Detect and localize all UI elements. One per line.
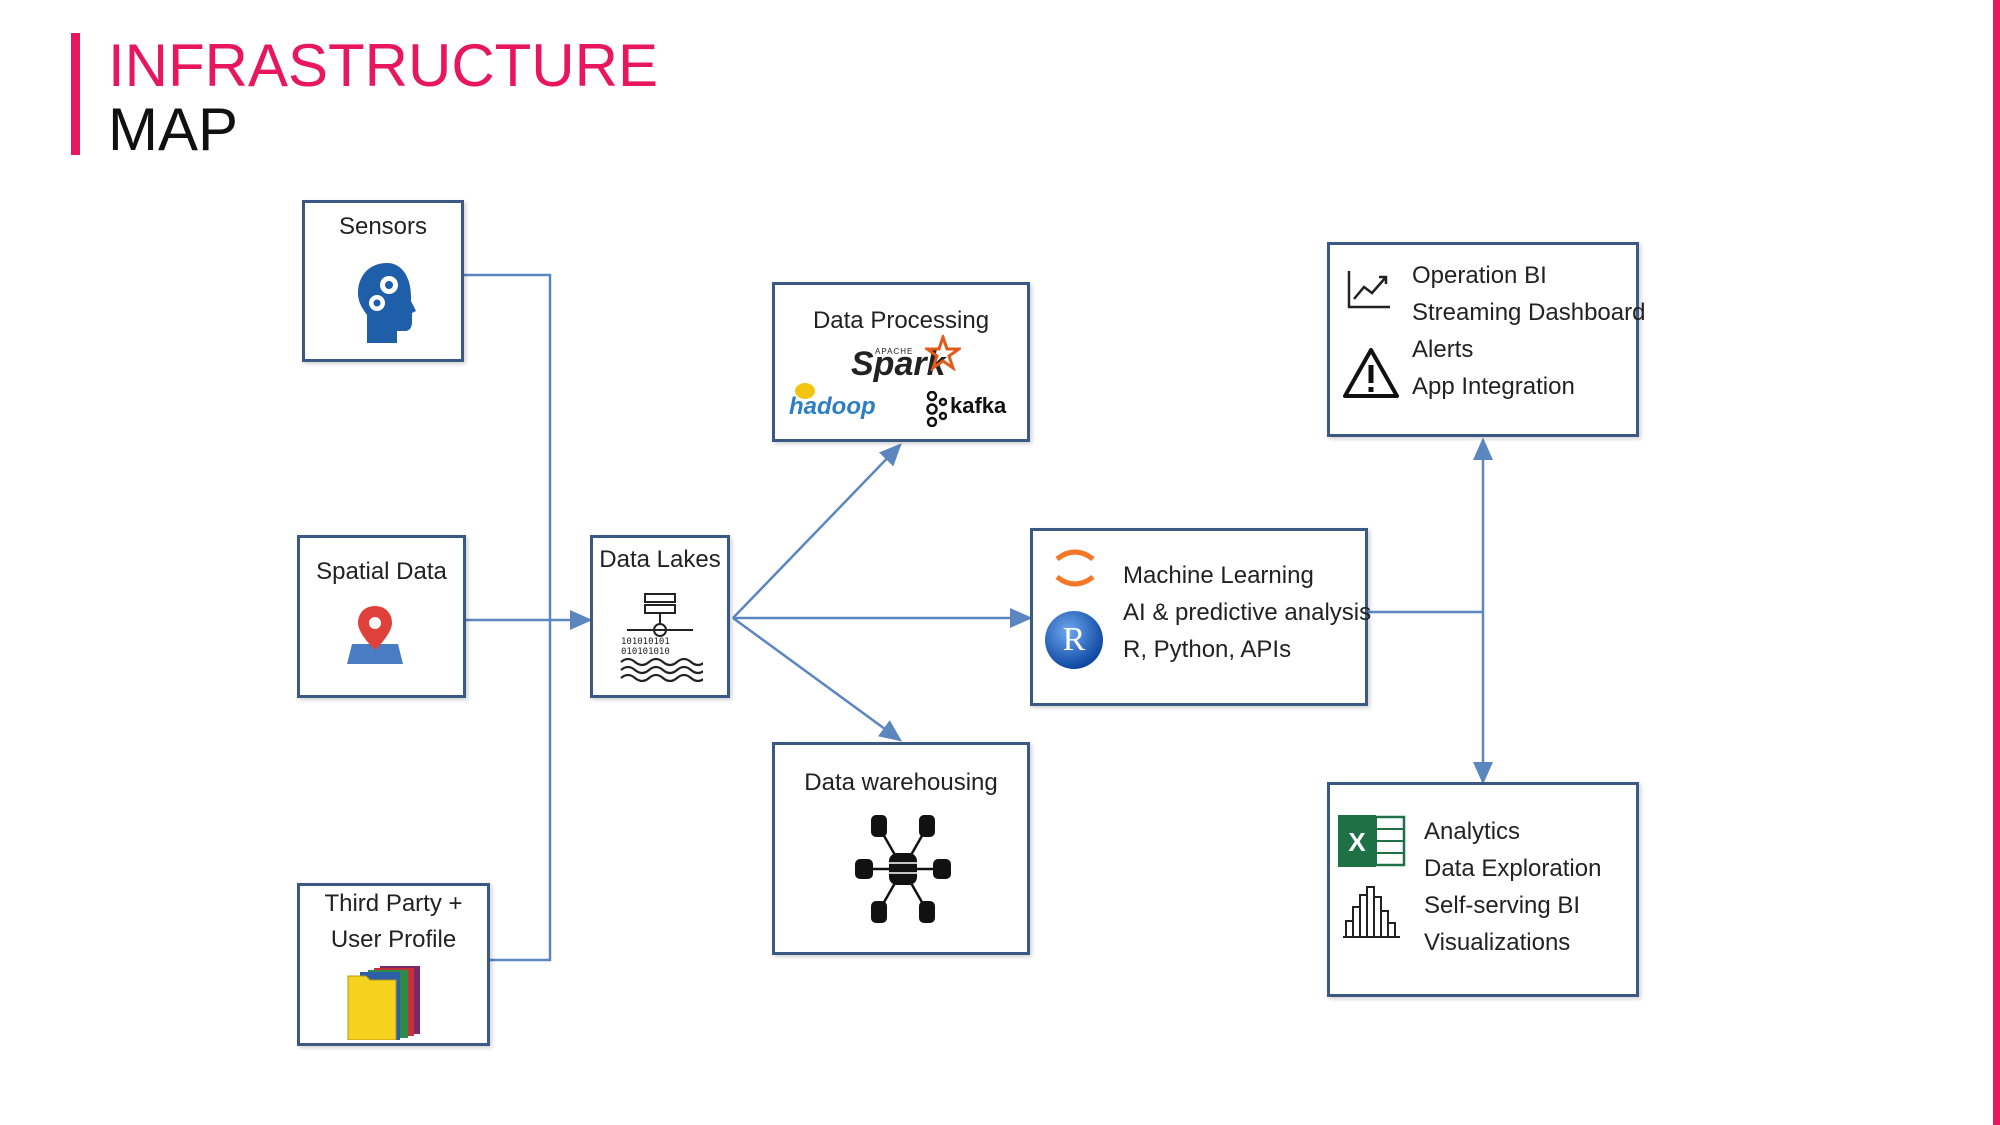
database-network-icon [855,815,951,923]
hadoop-elephant-icon [795,383,815,399]
op-bi-line-2: Streaming Dashboard [1412,299,1646,326]
svg-text:010101010: 010101010 [621,647,670,657]
title-accent-bar [71,33,80,155]
analytics-line-1: Analytics [1424,818,1521,845]
map-pin-icon [347,606,403,664]
jupyter-icon [1055,549,1095,587]
hadoop-logo-text: hadoop [789,393,876,420]
ml-line-2: AI & predictive analysis [1123,599,1372,626]
lake-to-processing-arrow [732,443,902,619]
analytics-box: X Analytics Data Exploration Self-servin… [1327,782,1639,997]
folders-icon [347,966,420,1040]
spark-apache-text: APACHE [875,347,914,356]
sensors-box: Sensors [302,200,464,362]
sensors-label: Sensors [338,213,428,240]
data-processing-box: Data Processing APACHE Spark hadoop kafk… [772,282,1030,442]
r-logo-icon [1045,611,1103,669]
op-bi-line-4: App Integration [1412,373,1575,400]
trend-chart-icon [1347,271,1390,309]
ml-line-1: Machine Learning [1123,562,1314,589]
third-party-label-line2: User Profile [330,926,457,953]
lake-to-warehouse-arrow [732,616,903,742]
data-lake-icon: 101010101 010101010 [620,593,703,682]
svg-text:101010101: 101010101 [621,637,670,647]
data-warehousing-label: Data warehousing [804,769,998,796]
kafka-logo-text: kafka [950,393,1007,418]
machine-learning-lines: Machine Learning AI & predictive analysi… [1123,557,1371,668]
right-edge-bar [1993,0,2000,1125]
analytics-line-3: Self-serving BI [1424,892,1581,919]
op-bi-line-3: Alerts [1412,336,1474,363]
warning-icon [1343,348,1399,398]
excel-icon [1338,815,1406,867]
title-line-1: INFRASTRUCTURE [108,32,658,99]
data-warehousing-box: Data warehousing [772,742,1030,955]
spark-star-icon [925,335,961,371]
op-bi-line-1: Operation BI [1412,262,1547,289]
ml-line-3: R, Python, APIs [1123,636,1292,663]
analytics-line-4: Visualizations [1424,929,1571,956]
machine-learning-box: R Machine Learning AI & predictive analy… [1030,528,1371,706]
analytics-line-2: Data Exploration [1424,855,1602,882]
third-party-connector [490,620,552,962]
slide-title: INFRASTRUCTURE MAP [108,34,658,162]
analytics-lines: Analytics Data Exploration Self-serving … [1424,813,1601,961]
operation-bi-box: Operation BI Streaming Dashboard Alerts … [1327,242,1645,437]
third-party-box: Third Party + User Profile [297,883,490,1046]
data-lakes-box: Data Lakes 101010101 010101010 [590,535,730,698]
kafka-icon [926,391,947,427]
title-line-2: MAP [108,96,239,163]
data-processing-label: Data Processing [812,307,990,334]
head-gears-icon [358,263,416,343]
third-party-label-line1: Third Party + [324,890,463,917]
sensors-connector [464,273,552,620]
spatial-data-box: Spatial Data [297,535,466,698]
spatial-data-label: Spatial Data [316,558,447,585]
r-logo-letter: R [1062,621,1086,658]
data-lakes-label: Data Lakes [599,546,721,573]
histogram-icon [1343,886,1400,938]
excel-letter: X [1348,827,1366,857]
operation-bi-lines: Operation BI Streaming Dashboard Alerts … [1412,257,1645,405]
